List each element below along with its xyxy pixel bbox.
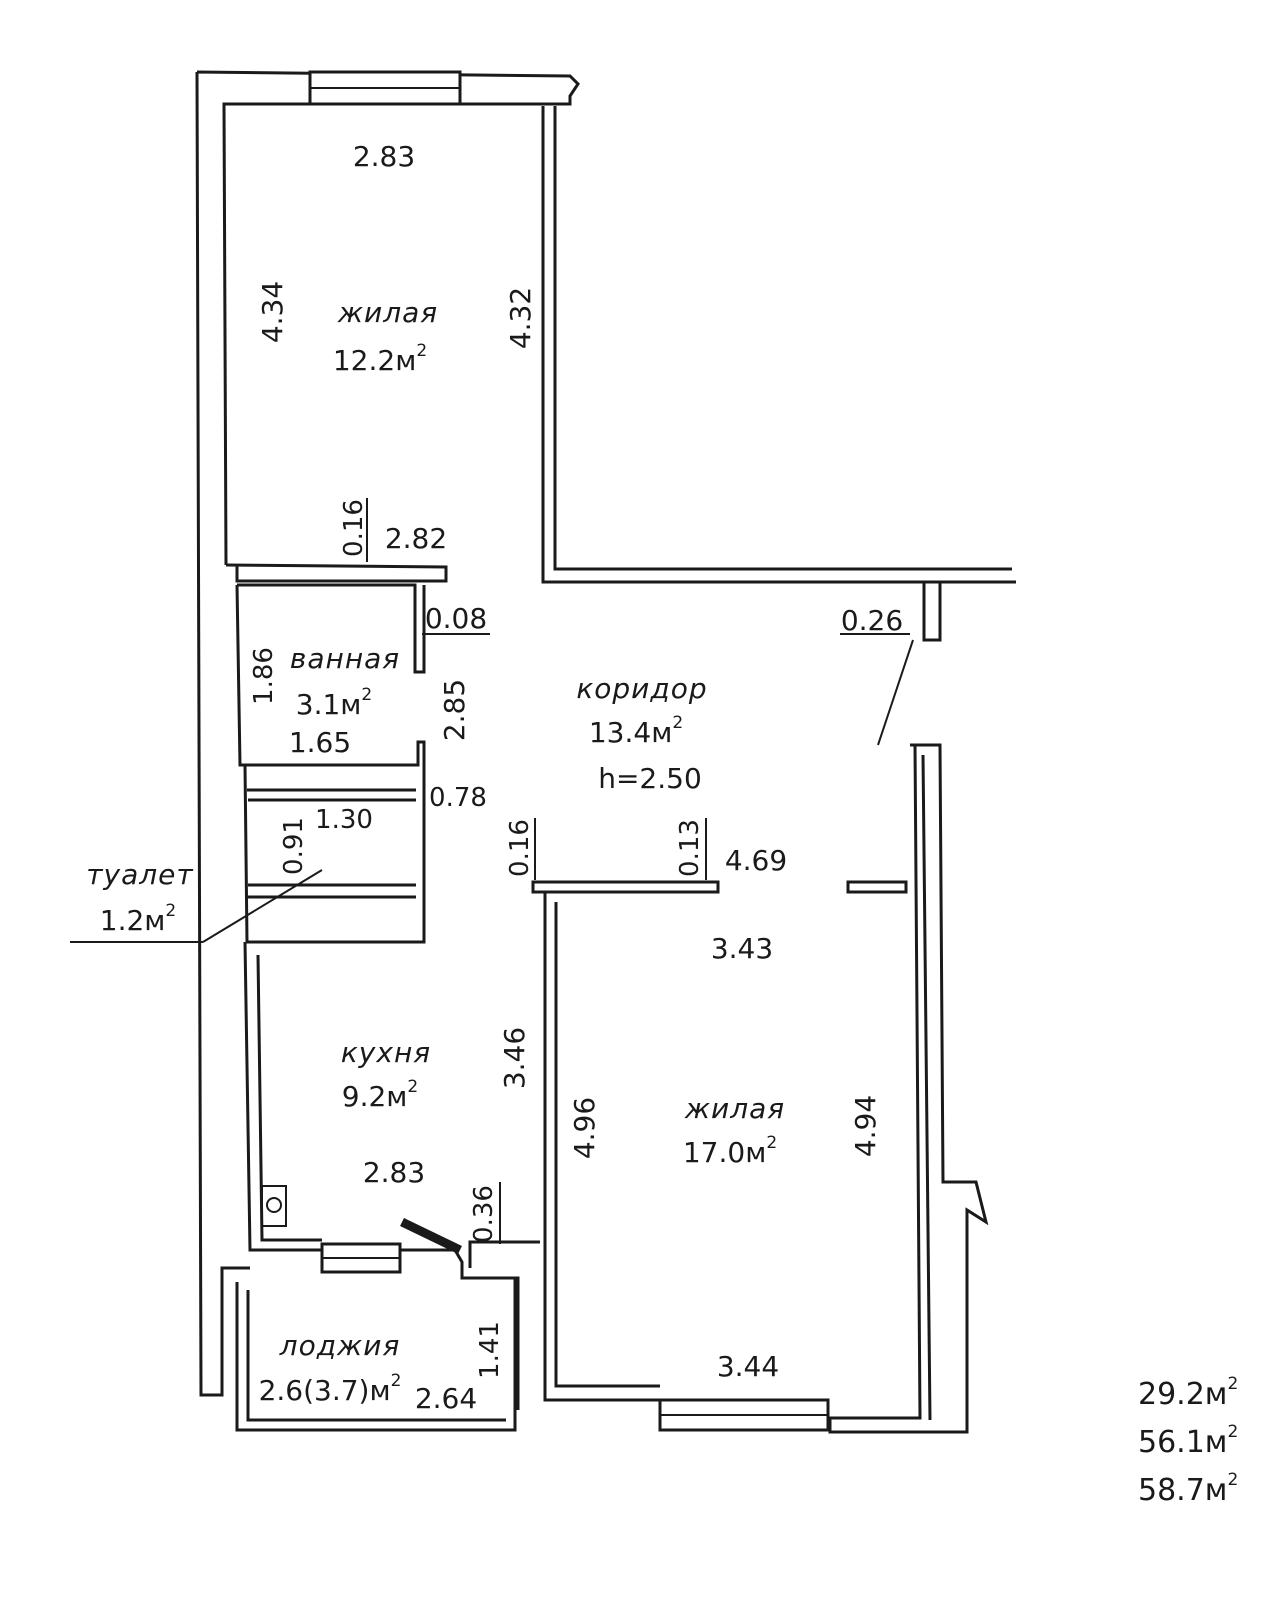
- dim-corridor-length: 4.69: [725, 844, 787, 877]
- dim-bed1-right: 4.32: [504, 287, 537, 349]
- bathroom-area: 3.1м2: [296, 685, 372, 721]
- dim-bed2-left: 4.96: [568, 1097, 601, 1159]
- area-totals: 29.2м2 56.1м2 58.7м2: [1138, 1374, 1238, 1508]
- loggia-name: лоджия: [279, 1329, 401, 1362]
- total-area-with-loggia: 58.7м2: [1138, 1470, 1238, 1508]
- bedroom2-area: 17.0м2: [683, 1133, 777, 1169]
- walls: [70, 70, 1016, 1434]
- dim-bath-bottom: 1.65: [289, 726, 351, 759]
- dim-bed2-right: 4.94: [849, 1095, 882, 1157]
- dim-wall-008: 0.08: [425, 602, 487, 635]
- dim-bed2-bottom: 3.44: [717, 1350, 779, 1383]
- dim-bath-right: 2.85: [438, 679, 471, 741]
- dim-loggia-depth: 1.41: [475, 1321, 505, 1379]
- loggia-walls: [235, 1278, 517, 1432]
- bedroom2-top-stub: [846, 880, 908, 894]
- bedroom-bath-partition: [225, 563, 448, 583]
- window-bottom: [658, 1398, 830, 1432]
- dim-kitchen-right: 3.46: [498, 1027, 531, 1089]
- total-area: 56.1м2: [1138, 1422, 1238, 1460]
- bedroom2-top-partition: [531, 880, 720, 894]
- dim-bath-left: 1.86: [249, 647, 279, 705]
- bedroom1-area: 12.2м2: [333, 341, 427, 377]
- dim-bed1-left: 4.34: [256, 281, 289, 343]
- bathroom-name: ванная: [290, 642, 400, 675]
- bedroom2-name: жилая: [684, 1092, 785, 1125]
- stove-icon: [261, 1185, 287, 1227]
- dimension-labels: 2.83 4.34 4.32 0.16 2.82 0.08 0.26 1.86 …: [249, 140, 910, 1415]
- outer-wall: [195, 70, 580, 1397]
- dim-wall-016-b: 0.16: [505, 819, 535, 877]
- corridor-height: h=2.50: [598, 762, 702, 795]
- dim-bed1-top: 2.83: [353, 140, 415, 173]
- total-living-area: 29.2м2: [1138, 1374, 1238, 1412]
- dim-corridor-078: 0.78: [429, 783, 487, 813]
- dim-wall-026: 0.26: [841, 604, 903, 637]
- bathroom-walls: [235, 583, 426, 944]
- loggia-area: 2.6(3.7)м2: [259, 1371, 402, 1407]
- bedroom1-name: жилая: [337, 296, 438, 329]
- dim-wall-013: 0.13: [675, 819, 705, 877]
- right-outer-wall: [828, 743, 989, 1434]
- door-swing-right: [877, 639, 914, 746]
- dim-bed2-top: 3.43: [711, 932, 773, 965]
- window-top: [308, 70, 462, 106]
- corridor-area: 13.4м2: [589, 713, 683, 749]
- dim-toilet-width: 1.30: [315, 805, 373, 835]
- bottom-outer-wall: [543, 892, 660, 1402]
- dim-wall-036: 0.36: [469, 1185, 499, 1243]
- dim-kitchen-bottom: 2.83: [363, 1156, 425, 1189]
- room-labels: жилая 12.2м2 ванная 3.1м2 коридор 13.4м2…: [86, 296, 785, 1407]
- kitchen-door-leaf: [400, 1217, 462, 1255]
- dim-toilet-depth: 0.91: [279, 817, 309, 875]
- toilet-name: туалет: [86, 858, 193, 891]
- toilet-area: 1.2м2: [100, 901, 176, 937]
- kitchen-area: 9.2м2: [342, 1077, 418, 1113]
- dim-wall-016-a: 0.16: [339, 499, 369, 557]
- bedroom1-right-wall: [541, 106, 1016, 584]
- window-kitchen: [320, 1242, 402, 1274]
- corridor-name: коридор: [576, 672, 707, 705]
- dim-bed1-bottom: 2.82: [385, 522, 447, 555]
- dim-loggia-width: 2.64: [415, 1382, 477, 1415]
- kitchen-name: кухня: [341, 1036, 431, 1069]
- toilet-door-swing: [202, 869, 323, 943]
- kitchen-walls: [243, 941, 540, 1410]
- corridor-right-stub: [922, 582, 942, 642]
